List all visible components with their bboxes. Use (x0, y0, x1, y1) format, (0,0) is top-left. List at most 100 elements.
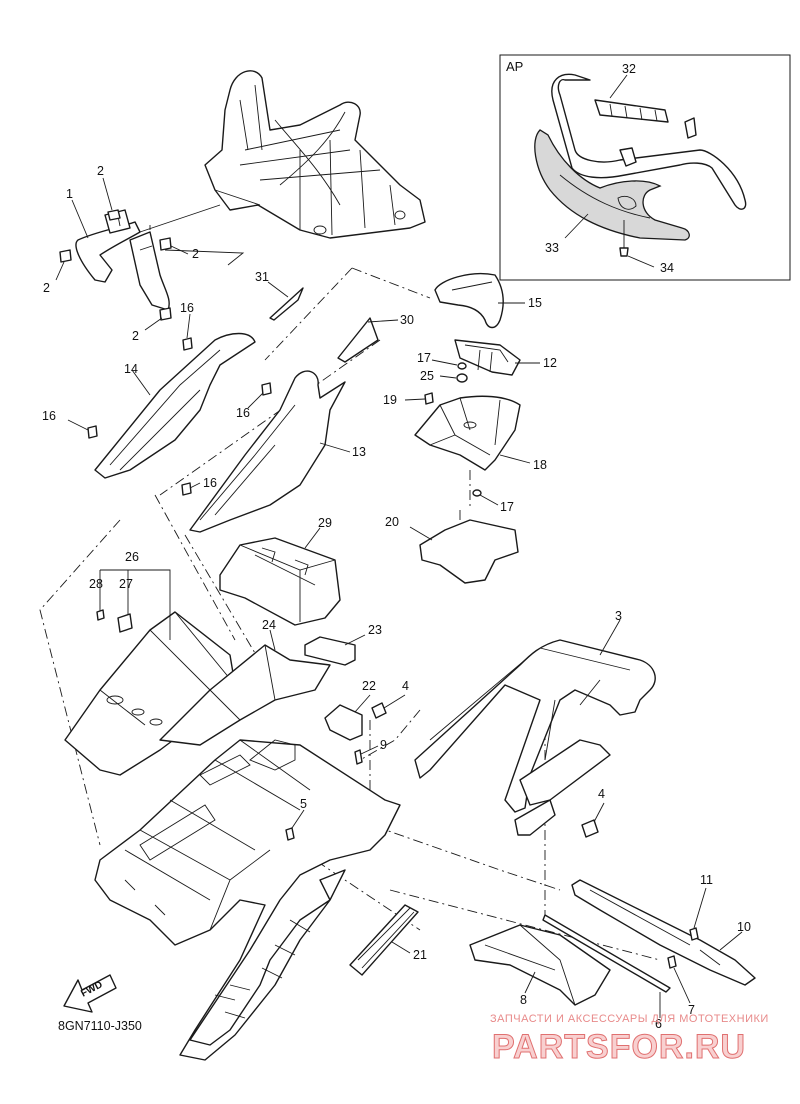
ap-inset-frame (499, 54, 791, 281)
leader-3 (599, 619, 621, 656)
watermark-tagline: ЗАПЧАСТИ И АКСЕССУАРЫ ДЛЯ МОТОТЕХНИКИ (490, 1013, 769, 1025)
part-7-clip (667, 955, 677, 969)
part-8-flap (469, 924, 611, 1006)
part-4-bolt-upper (371, 702, 387, 719)
callout-31: 31 (255, 270, 269, 284)
callout-12: 12 (543, 356, 557, 370)
leader-14 (131, 369, 151, 396)
watermark-brand: PARTSFOR.RU (492, 1028, 746, 1066)
callout-6: 6 (655, 1017, 662, 1031)
part-17-clip-lower (472, 489, 482, 497)
bracket-26 (99, 569, 171, 640)
frame-pointer-lines (139, 204, 245, 266)
part-5-clip (285, 827, 295, 841)
part-27-clip (117, 613, 133, 633)
leader-22 (354, 694, 371, 713)
ap-inset-label: AP (506, 59, 523, 74)
part-29-box (219, 537, 341, 626)
callout-16-left: 16 (42, 409, 56, 423)
callout-1: 1 (66, 187, 73, 201)
part-22-bracket (324, 704, 363, 741)
callout-20: 20 (385, 515, 399, 529)
callout-19: 19 (383, 393, 397, 407)
callout-34: 34 (660, 261, 674, 275)
part-10-guard (571, 879, 756, 986)
callout-2-right: 2 (192, 247, 199, 261)
leader-17-upper (431, 359, 458, 366)
leader-4-upper (383, 694, 406, 709)
watermark: ЗАПЧАСТИ И АКСЕССУАРЫ ДЛЯ МОТОТЕХНИКИ PA… (490, 1013, 769, 1067)
part-4-bolt-lower (581, 819, 599, 838)
callout-16-mid: 16 (236, 406, 250, 420)
leader-10 (719, 931, 743, 951)
callout-4-lower: 4 (598, 787, 605, 801)
callout-2-bottom: 2 (132, 329, 139, 343)
callout-27: 27 (119, 577, 133, 591)
callout-13: 13 (352, 445, 366, 459)
callout-16-top: 16 (180, 301, 194, 315)
part-23-pad (304, 636, 356, 666)
leader-7 (673, 967, 691, 1004)
callout-32: 32 (622, 62, 636, 76)
leader-20 (409, 526, 433, 541)
fwd-arrow-icon: FWD (63, 974, 117, 1013)
callout-14: 14 (124, 362, 138, 376)
part-19-screw (424, 392, 434, 405)
leader-19 (404, 398, 426, 401)
part-17-clip-upper (457, 362, 467, 370)
part-18-tray (414, 395, 521, 471)
part-25-nut (456, 373, 468, 383)
callout-2-left: 2 (43, 281, 50, 295)
callout-33: 33 (545, 241, 559, 255)
part-12-bracket (454, 339, 521, 376)
leader-29 (304, 527, 321, 549)
leader-31 (267, 281, 289, 298)
callout-16-lower: 16 (203, 476, 217, 490)
callout-17-lower: 17 (500, 500, 514, 514)
leader-30 (367, 319, 399, 323)
leader-11 (693, 887, 707, 929)
part-3-rear-bar (414, 639, 656, 836)
diagram-code: 8GN7110-J350 (58, 1019, 142, 1033)
callout-10: 10 (737, 920, 751, 934)
callout-30: 30 (400, 313, 414, 327)
part-31-emblem (269, 287, 304, 321)
leader-9 (360, 745, 379, 755)
callout-29: 29 (318, 516, 332, 530)
part-13-side-cover-right (189, 370, 346, 533)
callout-17-upper: 17 (417, 351, 431, 365)
part-33-rear-cover (534, 129, 690, 241)
part-24-plate (159, 644, 331, 746)
callout-22: 22 (362, 679, 376, 693)
ap-leaders (564, 74, 655, 268)
callout-7: 7 (688, 1003, 695, 1017)
main-frame-upper (204, 70, 426, 239)
callout-8: 8 (520, 993, 527, 1007)
part-30-emblem (337, 317, 379, 363)
leader-8 (524, 971, 536, 994)
part-28-clip (96, 609, 105, 621)
part-34-screw (619, 220, 629, 257)
callout-11: 11 (700, 873, 713, 887)
callout-23: 23 (368, 623, 382, 637)
leader-17-lower (479, 494, 499, 506)
callout-25: 25 (420, 369, 434, 383)
callout-9: 9 (380, 738, 387, 752)
main-frame-lower (94, 739, 401, 1061)
callout-28: 28 (89, 577, 103, 591)
leader-25 (439, 375, 457, 379)
callout-5: 5 (300, 797, 307, 811)
leader-4-lower (593, 802, 605, 823)
leader-1 (71, 199, 89, 239)
part-21-step-bar (349, 904, 419, 976)
callout-15: 15 (528, 296, 542, 310)
callout-4-upper: 4 (402, 679, 409, 693)
callout-18: 18 (533, 458, 547, 472)
callout-24: 24 (262, 618, 276, 632)
part-9-clip (354, 749, 363, 765)
part-14-side-cover-left (94, 332, 256, 479)
leader-13 (319, 442, 351, 453)
callout-2-top: 2 (97, 164, 104, 178)
